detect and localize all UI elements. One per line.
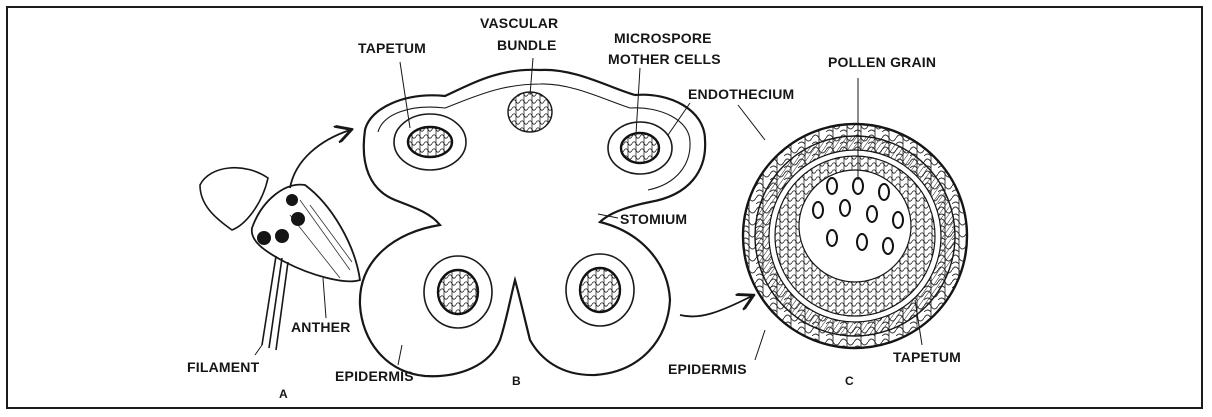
label-epidermis-c: EPIDERMIS — [668, 361, 747, 377]
anther-leader — [323, 278, 326, 318]
filament-strand — [262, 256, 288, 350]
stomium-leader — [598, 214, 618, 218]
filament-leader — [255, 345, 262, 355]
arrow-b-to-c — [680, 296, 752, 316]
microsporangium-upper-right-core — [621, 133, 659, 163]
pollen-sac-4 — [257, 231, 271, 245]
microsporangium-lower-left-core — [438, 270, 478, 314]
label-microspore-line2: MOTHER CELLS — [608, 51, 721, 67]
anther-hatch — [290, 200, 352, 278]
epidermis-b-leader — [398, 345, 402, 365]
label-filament: FILAMENT — [187, 359, 260, 375]
label-vascular-line1: VASCULAR — [480, 15, 558, 31]
panel-label-c: C — [845, 374, 854, 388]
label-tapetum-b: TAPETUM — [358, 40, 426, 56]
vascular-leader — [530, 58, 533, 95]
label-pollen-grain: POLLEN GRAIN — [828, 54, 936, 70]
endothecium-leader — [668, 103, 765, 140]
microsporangium-upper-left-core — [408, 127, 452, 157]
anther-cross-section — [360, 58, 765, 376]
label-vascular-line2: BUNDLE — [497, 37, 557, 53]
pollen-sac-1 — [286, 194, 298, 206]
label-microspore-line1: MICROSPORE — [614, 30, 712, 46]
label-stomium: STOMIUM — [620, 211, 687, 227]
label-tapetum-c: TAPETUM — [893, 349, 961, 365]
label-anther: ANTHER — [291, 319, 351, 335]
panel-label-a: A — [279, 387, 288, 401]
pollen-sac-2 — [291, 212, 305, 226]
pollen-sac-3 — [275, 229, 289, 243]
vascular-bundle — [508, 92, 552, 132]
epidermis-c-leader — [755, 330, 765, 360]
tapetum-b-leader — [400, 62, 410, 128]
microsporangium-enlarged — [743, 78, 967, 360]
arrow-a-to-b — [290, 130, 350, 188]
microsporangium-lower-right-core — [580, 268, 620, 312]
label-epidermis-b: EPIDERMIS — [335, 368, 414, 384]
panel-label-b: B — [512, 374, 521, 388]
anther-lobe-small — [200, 168, 268, 230]
label-endothecium: ENDOTHECIUM — [688, 86, 794, 102]
